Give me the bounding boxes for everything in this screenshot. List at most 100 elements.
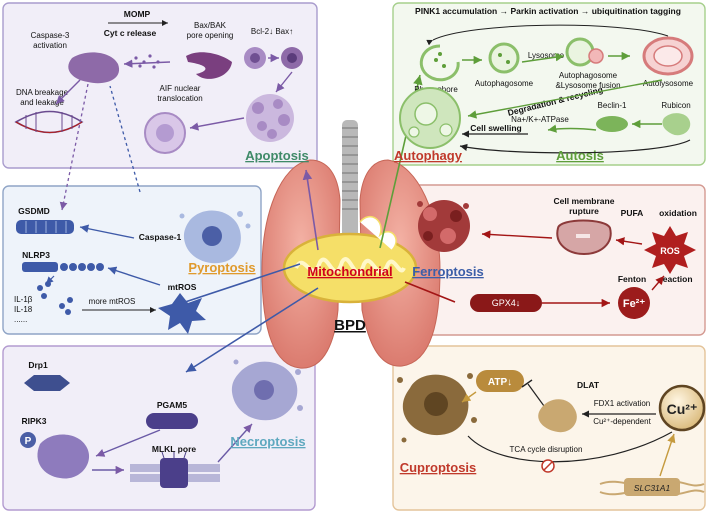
autophagy-header: PINK1 accumulation → Parkin activation →… (415, 6, 681, 16)
reaction-label: reaction (659, 274, 692, 284)
caspase3-icon (68, 52, 120, 84)
il18-label: IL-18 (14, 305, 33, 314)
bax-pore-icon (186, 52, 232, 79)
phospho-label: P (25, 436, 32, 447)
apoptosis-panel (2, 2, 318, 169)
dlat-icon (538, 399, 577, 433)
pyroptotic-cell-icon (179, 210, 251, 264)
dna-label-1: DNA breakage (16, 88, 69, 97)
aif-label-1: AIF nuclear (160, 84, 201, 93)
il1b-label: IL-1β (14, 295, 33, 304)
apoptotic-body-icon (246, 94, 294, 142)
cuproptotic-cell-icon (397, 373, 477, 443)
ros-label: ROS (660, 246, 680, 256)
arrow-mito-to-apoptosis (302, 169, 319, 251)
slc31a1-transporter-icon (599, 478, 705, 496)
cuproptosis-title: Cuproptosis (400, 460, 477, 475)
pyroptosis-title: Pyroptosis (188, 260, 255, 275)
tca-label: TCA cycle disruption (510, 445, 583, 454)
autophagosome-label: Autophagosome (475, 79, 534, 88)
lungs-illustration (261, 120, 441, 369)
mlkl-pore-icon (130, 451, 220, 488)
pgam5-icon (146, 413, 198, 429)
swollen-cell-icon (399, 87, 461, 149)
fdx1-label: FDX1 activation (594, 399, 650, 408)
ferroptosis-title: Ferroptosis (412, 264, 484, 279)
rubicon-icon (662, 113, 691, 136)
dna-strand-icon (14, 110, 84, 134)
arrow-mito-to-necroptosis (185, 287, 319, 373)
mtros-label: mtROS (168, 282, 197, 292)
caspase3-label-1: Caspase-3 (31, 31, 70, 40)
fusion-label-1: Autophagosome (559, 71, 618, 80)
aif-label-2: translocation (157, 94, 202, 103)
blocked-icon (541, 459, 555, 473)
swelling-label: Cell swelling (470, 123, 522, 133)
gsdmd-label: GSDMD (18, 206, 50, 216)
pyroptosis-content: GSDMD Caspase-1 NLRP3 Pyroptosis mtROS I… (14, 206, 256, 334)
caspase1-label: Caspase-1 (139, 232, 182, 242)
autophagosome-icon (488, 42, 520, 74)
bpd-label: BPD (334, 317, 366, 334)
autophagy-title: Autophagy (394, 148, 463, 163)
dlat-label: DLAT (577, 380, 600, 390)
necroptosis-title: Necroptosis (230, 434, 305, 449)
nlrp3-label: NLRP3 (22, 250, 50, 260)
beclin-label: Beclin-1 (598, 101, 627, 110)
ferroptotic-cell-icon (417, 200, 470, 252)
bax-label-2: pore opening (187, 31, 234, 40)
fenton-label: Fenton (618, 274, 646, 284)
atp-badge (476, 370, 524, 392)
caspase3-label-2: activation (33, 41, 67, 50)
ros-icon (644, 226, 696, 274)
arrow-mito-to-ferroptosis (404, 281, 456, 303)
autosis-title: Autosis (556, 148, 604, 163)
atp-label: ATP↓ (488, 377, 512, 388)
drp1-icon (24, 375, 70, 391)
arrow-mito-to-pyroptosis (169, 263, 301, 309)
phospho-icon (20, 432, 36, 448)
cuproptosis-content: Cuproptosis ATP↓ DLAT FDX1 activation Cu… (397, 370, 706, 496)
copper-ion-icon (658, 384, 706, 432)
mtros-icon (158, 293, 206, 334)
momp-label: MOMP (124, 9, 151, 19)
necroptosis-content: Drp1 PGAM5 RIPK3 P MLKL pore Necroptosis (20, 359, 306, 488)
apoptosis-title: Apoptosis (245, 148, 309, 163)
cu-label: Cu²⁺ (667, 401, 698, 417)
ripk3-label: RIPK3 (21, 416, 46, 426)
mlkl-label: MLKL pore (152, 444, 197, 454)
gpx4-badge (470, 294, 542, 312)
fusion-icon (565, 37, 604, 67)
ripk3-complex-icon (37, 434, 90, 479)
drp1-label: Drp1 (28, 360, 48, 370)
mitochondrial-label: Mitochondrial (307, 264, 392, 279)
cytc-label: Cyt c release (104, 28, 157, 38)
autolysosome-label: Autolysosome (643, 79, 694, 88)
nlrp3-complex-icon (22, 262, 104, 272)
gsdmd-pore-icon (16, 220, 74, 234)
phagophore-icon (419, 44, 460, 82)
rubicon-label: Rubicon (661, 101, 690, 110)
lysosome-label: Lysosome (528, 51, 565, 60)
oxidation-label: oxidation (659, 208, 697, 218)
pgam5-label: PGAM5 (157, 400, 188, 410)
autolysosome-icon (642, 36, 694, 76)
membrane-label-2: rupture (569, 206, 599, 216)
ferroptosis-content: Ferroptosis Cell membrane rupture PUFA o… (412, 196, 697, 319)
necroptotic-cell-icon (231, 359, 303, 421)
fe-label: Fe²⁺ (623, 298, 646, 310)
membrane-label-1: Cell membrane (554, 196, 615, 206)
gpx4-label: GPX4↓ (492, 298, 521, 308)
cudep-label: Cu²⁺-dependent (593, 417, 651, 426)
beclin-icon (596, 116, 628, 132)
fe-ion-icon (618, 287, 650, 319)
dna-label-2: and leakage (20, 98, 64, 107)
apoptosis-content: MOMP Cyt c release Bax/BAK pore opening … (14, 9, 309, 211)
atpase-label: Na+/K+-ATPase (511, 115, 569, 124)
pufa-label: PUFA (621, 208, 644, 218)
more-mtros-label: more mtROS (89, 297, 136, 306)
slc-label: SLC31A1 (634, 483, 671, 493)
dots-label: ...... (14, 315, 27, 324)
